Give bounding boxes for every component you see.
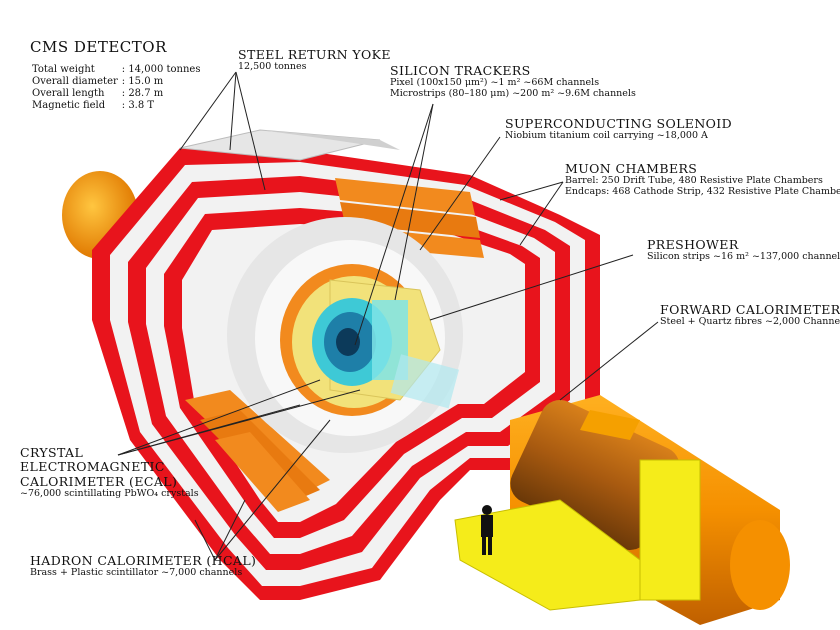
label-detail: ~76,000 scintillating PbWO₄ crystals <box>20 488 199 500</box>
page-title: CMS DETECTOR <box>30 38 167 56</box>
stat-label: Overall length <box>32 88 105 99</box>
label-preshower: PRESHOWER Silicon strips ~16 m² ~137,000… <box>647 237 840 263</box>
label-detail: Barrel: 250 Drift Tube, 480 Resistive Pl… <box>565 175 823 187</box>
label-detail: Brass + Plastic scintillator ~7,000 chan… <box>30 567 243 579</box>
label-detail: 12,500 tonnes <box>238 61 307 73</box>
label-detail: Niobium titanium coil carrying ~18,000 A <box>505 130 708 142</box>
label-heading: FORWARD CALORIMETER <box>660 302 840 317</box>
stat-label: Magnetic field <box>32 100 106 111</box>
label-steel-return-yoke: STEEL RETURN YOKE 12,500 tonnes <box>238 47 391 73</box>
label-heading: STEEL RETURN YOKE <box>238 47 391 62</box>
stat-row: Overall length : 28.7 m <box>32 88 204 100</box>
stat-value: : 3.8 T <box>121 100 155 111</box>
stat-row: Magnetic field : 3.8 T <box>32 100 204 112</box>
stat-label: Overall diameter <box>32 76 118 87</box>
label-silicon-trackers: SILICON TRACKERS Pixel (100x150 μm²) ~1 … <box>390 63 636 100</box>
stats-table: Total weight : 14,000 tonnes Overall dia… <box>32 64 204 112</box>
label-heading: MUON CHAMBERS <box>565 161 698 176</box>
platform <box>454 459 701 611</box>
label-heading: SILICON TRACKERS <box>390 63 531 78</box>
leader-lines <box>117 71 659 561</box>
person-scale-figure <box>481 505 493 555</box>
label-heading: CALORIMETER (ECAL) <box>20 473 178 489</box>
label-heading: ELECTROMAGNETIC <box>20 459 165 475</box>
label-superconducting-solenoid: SUPERCONDUCTING SOLENOID Niobium titaniu… <box>505 116 733 142</box>
stat-value: : 14,000 tonnes <box>121 64 201 75</box>
stat-label: Total weight <box>32 64 95 75</box>
label-heading: CRYSTAL <box>20 445 84 460</box>
label-heading: SUPERCONDUCTING SOLENOID <box>505 116 733 131</box>
inner-barrel <box>227 217 463 453</box>
label-ecal: CRYSTAL ELECTROMAGNETIC CALORIMETER (ECA… <box>20 445 199 500</box>
label-detail: Microstrips (80–180 μm) ~200 m² ~9.6M ch… <box>390 88 636 100</box>
label-detail: Pixel (100x150 μm²) ~1 m² ~66M channels <box>390 77 600 89</box>
label-heading: HADRON CALORIMETER (HCAL) <box>30 553 257 568</box>
label-heading: PRESHOWER <box>647 237 739 252</box>
stat-value: : 15.0 m <box>121 76 164 87</box>
stat-value: : 28.7 m <box>121 88 164 99</box>
label-detail: Endcaps: 468 Cathode Strip, 432 Resistiv… <box>565 186 840 198</box>
stat-row: Total weight : 14,000 tonnes <box>32 64 204 76</box>
label-detail: Steel + Quartz fibres ~2,000 Channels <box>660 316 840 328</box>
stat-row: Overall diameter : 15.0 m <box>32 76 204 88</box>
label-forward-calorimeter: FORWARD CALORIMETER Steel + Quartz fibre… <box>660 302 840 328</box>
label-hcal: HADRON CALORIMETER (HCAL) Brass + Plasti… <box>30 553 257 579</box>
label-muon-chambers: MUON CHAMBERS Barrel: 250 Drift Tube, 48… <box>565 161 840 198</box>
label-detail: Silicon strips ~16 m² ~137,000 channels <box>647 251 840 263</box>
